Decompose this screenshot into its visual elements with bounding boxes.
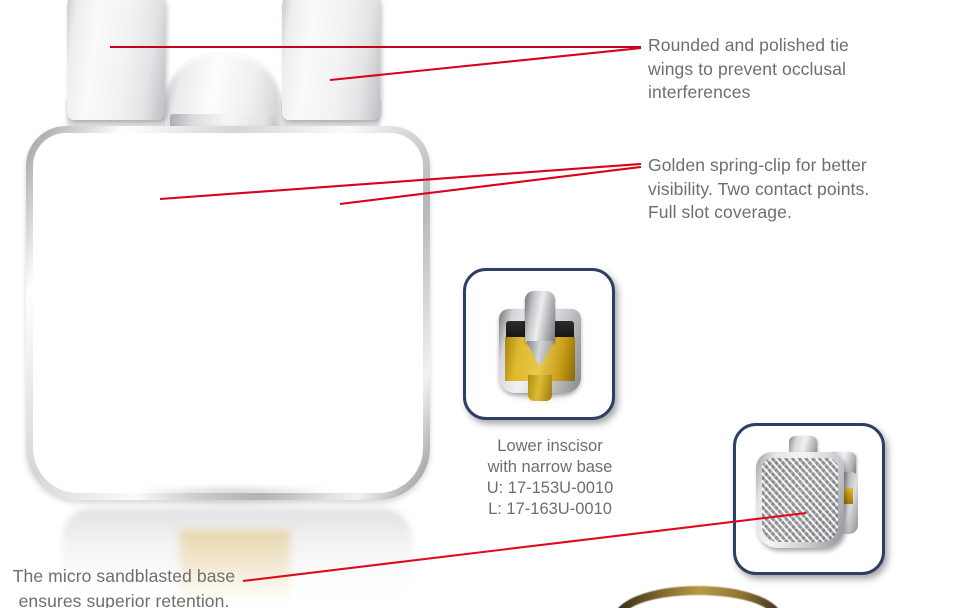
inset-sandblasted-base	[733, 423, 885, 575]
micro-sandblasted-mesh-texture	[762, 458, 838, 542]
reflection-contact-shadow	[134, 488, 334, 510]
inset-lower-incisor	[463, 268, 615, 420]
callout-sandblasted-base: The micro sandblasted base ensures super…	[12, 566, 236, 608]
base-side-gold-clip	[844, 488, 853, 504]
lower-incisor-gold-tab	[528, 375, 552, 401]
tie-wing-right	[282, 0, 380, 120]
bottom-partial-gold-object	[614, 586, 782, 608]
sandblasted-base-image	[736, 426, 882, 572]
gold-spring-clip-bar-right-upper	[260, 148, 378, 161]
lower-incisor-spring-clip	[525, 291, 555, 343]
inset-lower-incisor-caption: Lower inscisor with narrow base U: 17-15…	[486, 437, 614, 518]
tie-wing-left	[67, 0, 165, 120]
main-bracket-image	[22, 0, 423, 604]
callout-tie-wings: Rounded and polished tie wings to preven…	[648, 35, 849, 102]
gold-spring-clip-bar-left-upper	[70, 148, 188, 161]
callout-spring-clip: Golden spring-clip for better visibility…	[648, 155, 870, 222]
lower-incisor-bracket-image	[466, 271, 612, 417]
bracket-bottom-rim	[38, 404, 404, 478]
sandblasted-bonding-pad	[756, 452, 844, 548]
gold-clip-highlight	[186, 258, 262, 263]
